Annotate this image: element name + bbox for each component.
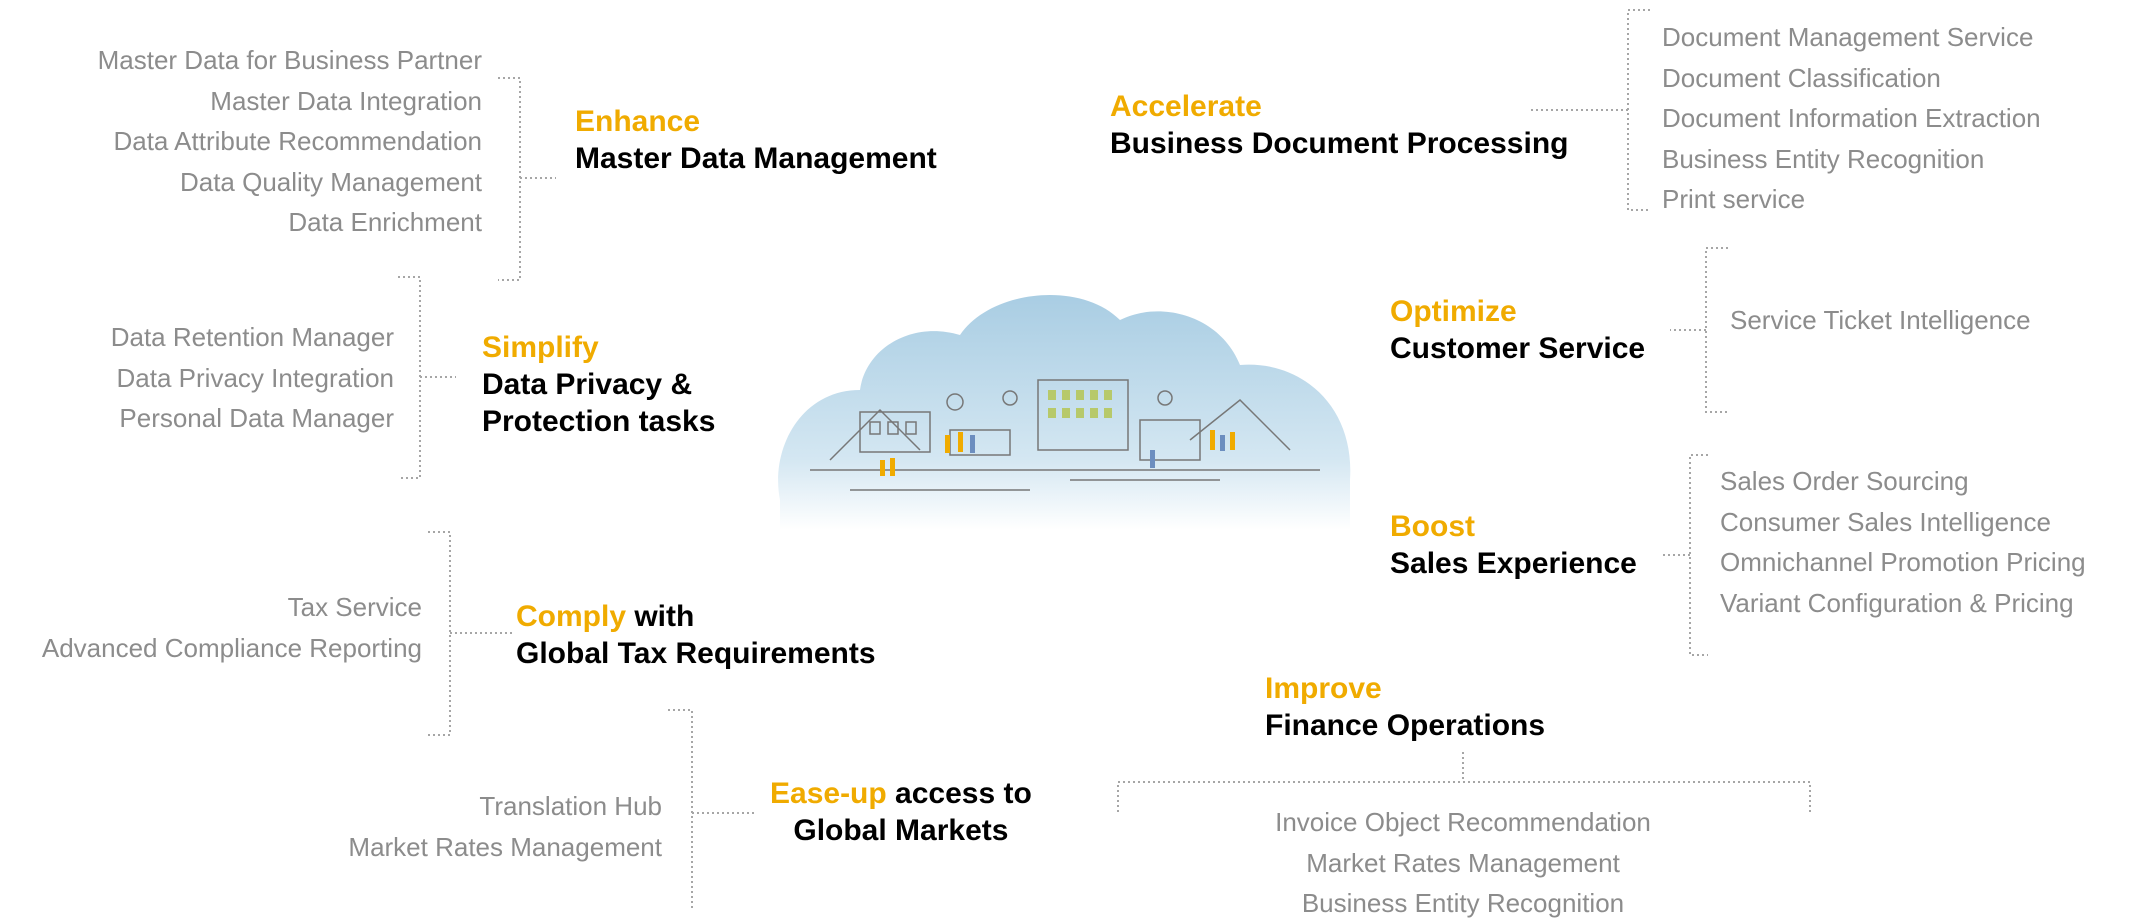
comply-connector-word: with [626, 600, 695, 633]
simplify-object-line2: Protection tasks [482, 405, 716, 438]
list-item: Variant Configuration & Pricing [1720, 587, 2074, 618]
list-item: Translation Hub [479, 791, 662, 821]
list-item: Data Quality Management [179, 166, 482, 197]
simplify-service-list: Data Retention Manager Data Privacy Inte… [111, 317, 394, 439]
list-item: Data Enrichment [288, 207, 482, 237]
accelerate-verb: Accelerate [1110, 90, 1262, 123]
list-item: Data Privacy Integration [116, 362, 394, 393]
list-item: Invoice Object Recommendation [1275, 807, 1651, 837]
comply-verb: Comply [516, 600, 627, 633]
list-item: Data Retention Manager [110, 322, 394, 352]
optimize-verb: Optimize [1390, 295, 1517, 328]
comply-service-list: Tax Service Advanced Compliance Reportin… [42, 587, 422, 668]
enhance-object: Master Data Management [575, 142, 937, 175]
simplify-verb: Simplify [482, 331, 599, 364]
list-item: Document Classification [1662, 62, 1941, 93]
enhance-service-list: Master Data for Business Partner Master … [98, 40, 482, 243]
optimize-object: Customer Service [1390, 332, 1646, 365]
simplify-title: Simplify Data Privacy & Protection tasks [482, 329, 715, 440]
improve-verb: Improve [1265, 672, 1382, 705]
connector-optimize [1670, 247, 1728, 413]
optimize-service-list: Service Ticket Intelligence [1730, 300, 2031, 341]
easeup-title: Ease-up access to Global Markets [770, 775, 1032, 849]
connector-improve [1117, 752, 1811, 812]
enhance-verb: Enhance [575, 105, 701, 138]
list-item: Print service [1662, 184, 1806, 214]
easeup-verb: Ease-up [770, 777, 887, 810]
accelerate-service-list: Document Management Service Document Cla… [1662, 17, 2041, 220]
improve-service-list: Invoice Object Recommendation Market Rat… [1163, 802, 1763, 924]
cloud-city-icon [770, 280, 1360, 530]
improve-object: Finance Operations [1265, 709, 1546, 742]
connector-boost [1660, 454, 1708, 656]
connector-simplify [398, 276, 456, 479]
connector-comply [428, 531, 512, 736]
accelerate-title: Accelerate Business Document Processing [1110, 88, 1568, 162]
list-item: Service Ticket Intelligence [1730, 305, 2031, 335]
list-item: Data Attribute Recommendation [113, 126, 482, 156]
enhance-title: Enhance Master Data Management [575, 103, 937, 177]
list-item: Sales Order Sourcing [1720, 466, 1969, 496]
list-item: Market Rates Management [1306, 847, 1620, 878]
optimize-title: Optimize Customer Service [1390, 293, 1645, 367]
accelerate-object: Business Document Processing [1110, 127, 1569, 160]
boost-title: Boost Sales Experience [1390, 508, 1637, 582]
list-item: Market Rates Management [348, 831, 662, 862]
list-item: Document Information Extraction [1662, 103, 2041, 133]
list-item: Business Entity Recognition [1301, 888, 1625, 918]
comply-title: Comply with Global Tax Requirements [516, 598, 876, 672]
list-item: Tax Service [287, 592, 422, 622]
list-item: Consumer Sales Intelligence [1720, 506, 2051, 537]
improve-title: Improve Finance Operations [1265, 670, 1545, 744]
list-item: Master Data for Business Partner [97, 45, 482, 75]
boost-object: Sales Experience [1390, 547, 1637, 580]
list-item: Personal Data Manager [119, 403, 394, 433]
easeup-object: Global Markets [793, 814, 1009, 847]
connector-easeup [668, 709, 754, 911]
easeup-connector-word: access to [886, 777, 1032, 810]
list-item: Master Data Integration [210, 85, 482, 116]
simplify-object-line1: Data Privacy & [482, 368, 693, 401]
list-item: Advanced Compliance Reporting [41, 632, 422, 663]
list-item: Business Entity Recognition [1662, 143, 1985, 174]
easeup-service-list: Translation Hub Market Rates Management [348, 786, 662, 867]
list-item: Omnichannel Promotion Pricing [1720, 547, 2086, 577]
boost-service-list: Sales Order Sourcing Consumer Sales Inte… [1720, 461, 2086, 623]
connector-enhance [498, 77, 556, 281]
list-item: Document Management Service [1662, 22, 2034, 52]
comply-object: Global Tax Requirements [516, 637, 876, 670]
connector-accelerate [1530, 9, 1650, 211]
boost-verb: Boost [1390, 510, 1475, 543]
